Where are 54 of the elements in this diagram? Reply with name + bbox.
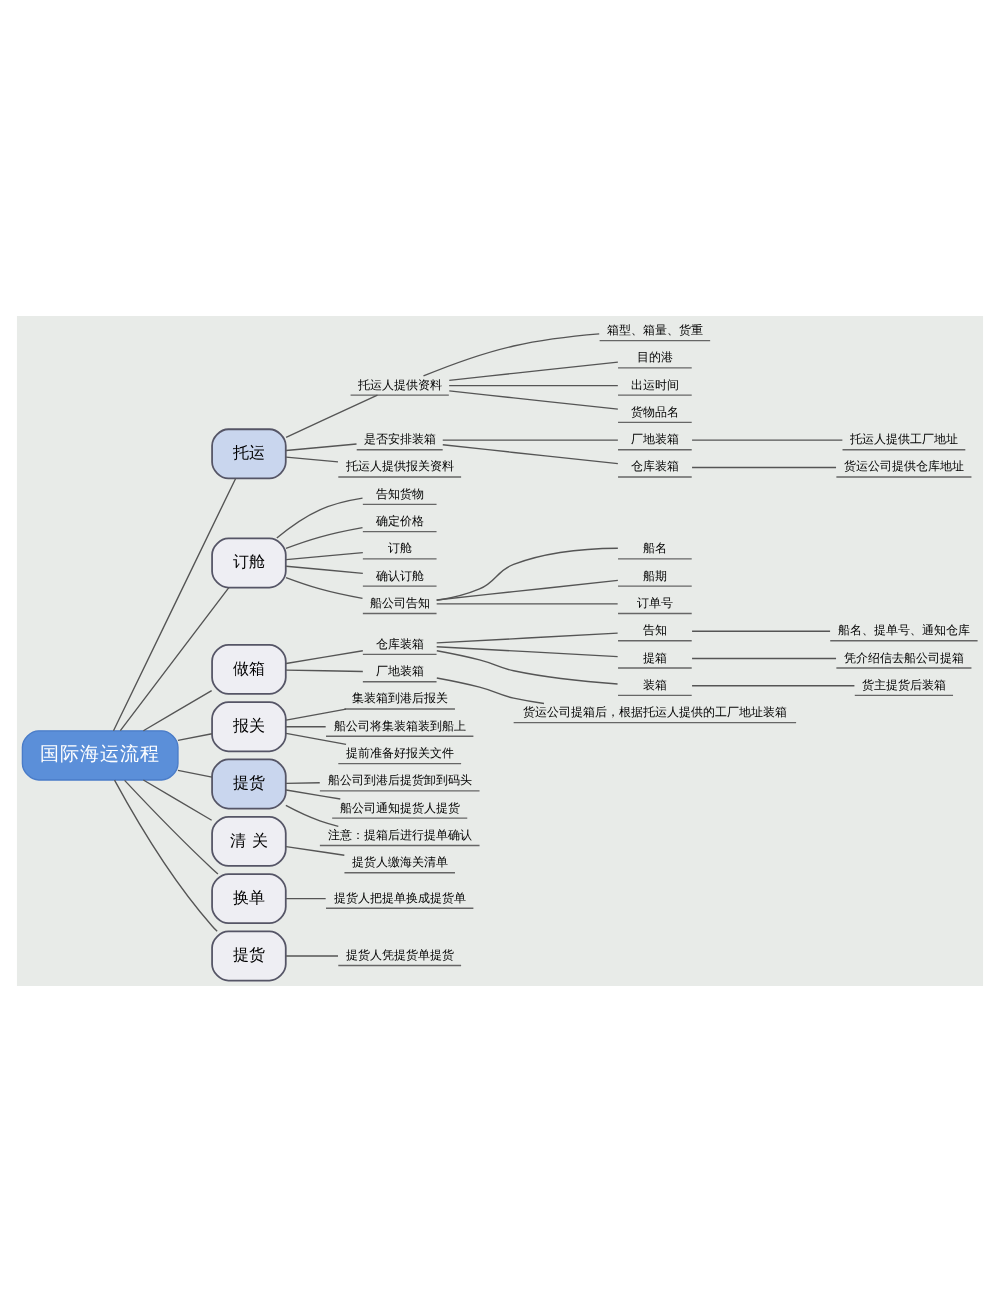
connector	[285, 550, 364, 560]
connector	[691, 684, 856, 686]
connector	[435, 578, 619, 600]
connector	[285, 954, 339, 956]
node-box: 提货	[211, 757, 287, 809]
node-box: 国际海运流程	[21, 729, 179, 780]
node-box: 清 关	[211, 814, 287, 866]
connector	[691, 656, 837, 659]
connector	[285, 525, 364, 549]
connector	[285, 442, 358, 451]
connector	[142, 778, 213, 820]
connector	[285, 393, 379, 437]
connector	[113, 778, 218, 932]
connector	[285, 731, 347, 745]
connector	[177, 768, 213, 777]
connector	[448, 389, 619, 409]
node-box: 提货	[211, 929, 287, 981]
connector	[285, 781, 321, 784]
node-box: 做箱	[211, 642, 287, 694]
connector	[285, 649, 364, 664]
connector	[691, 629, 831, 631]
connector	[448, 383, 619, 386]
connector	[285, 725, 327, 727]
connector	[142, 688, 213, 731]
connector	[436, 631, 619, 643]
connector	[436, 546, 619, 601]
connector	[436, 649, 619, 684]
connector	[442, 443, 619, 464]
connector	[119, 585, 230, 731]
connector	[691, 438, 844, 440]
connector	[436, 602, 619, 604]
connector	[442, 438, 619, 440]
connector	[436, 645, 619, 657]
node-box: 报关	[211, 700, 287, 752]
connector	[285, 844, 345, 855]
connector	[285, 803, 339, 826]
connector	[285, 564, 364, 574]
node-box: 订舱	[211, 536, 287, 588]
connector	[285, 668, 364, 672]
connector	[448, 360, 619, 380]
connector	[422, 332, 600, 376]
connector	[276, 496, 364, 538]
connector	[285, 575, 364, 599]
connector	[177, 732, 213, 741]
connector	[123, 778, 219, 874]
connector	[436, 676, 545, 704]
node-box: 托运	[211, 427, 287, 479]
node-box: 换单	[211, 872, 287, 924]
connector	[285, 788, 341, 799]
connector	[285, 707, 347, 720]
connector	[112, 476, 237, 731]
connector	[285, 897, 327, 899]
connector	[691, 465, 837, 468]
connector	[285, 455, 339, 462]
